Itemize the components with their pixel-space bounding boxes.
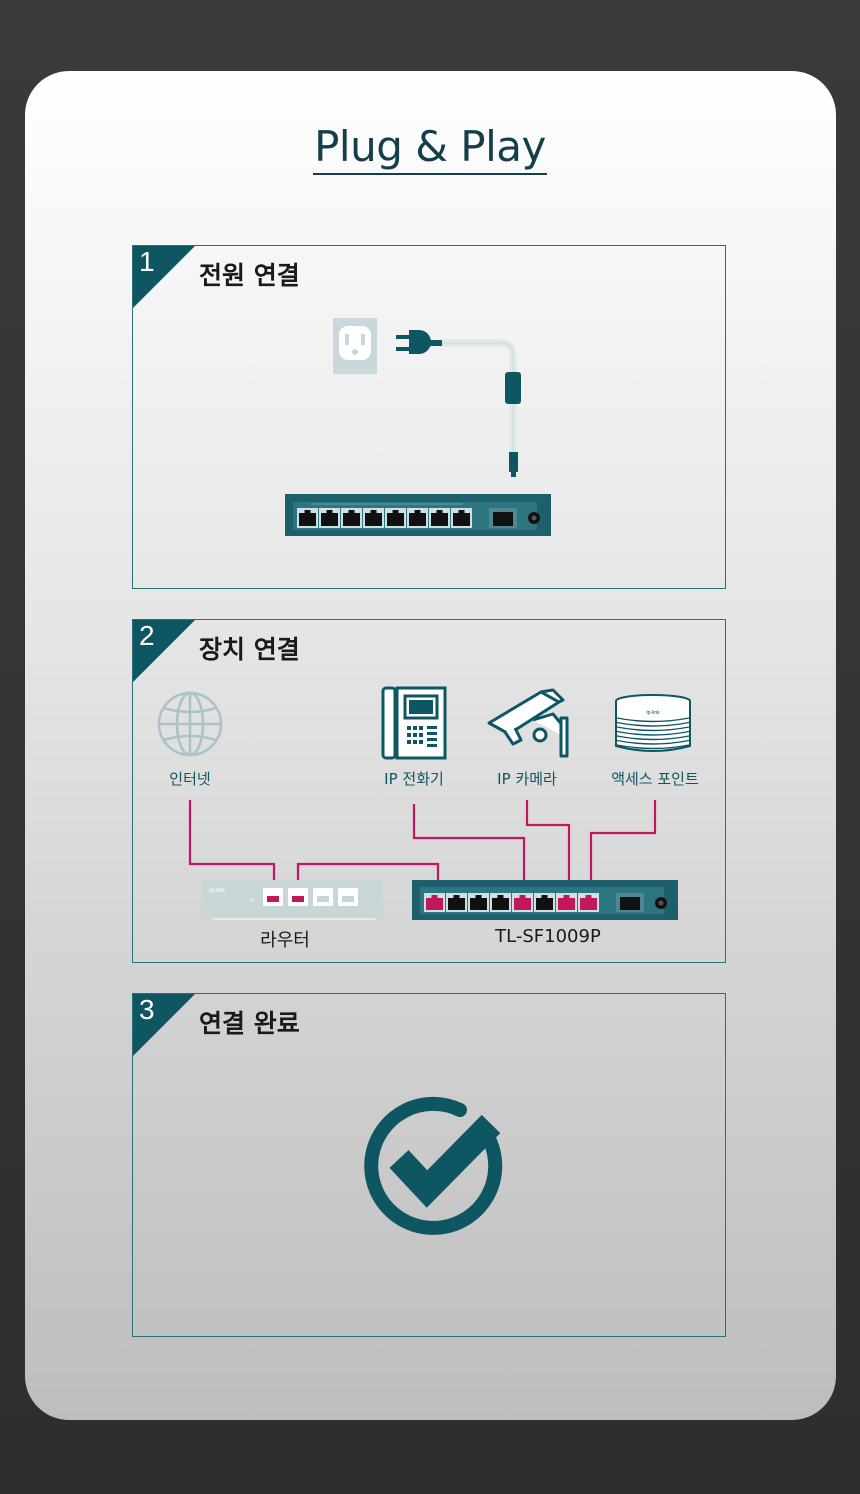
power-plug-icon	[396, 330, 443, 354]
step-power-panel: 1 전원 연결	[132, 245, 726, 589]
complete-illustration	[364, 1096, 503, 1235]
internet-label: 인터넷	[169, 770, 211, 788]
step-title: 장치 연결	[199, 635, 300, 664]
ip-phone-icon	[381, 686, 447, 760]
ip-camera-icon	[487, 688, 569, 758]
wall-outlet-icon	[333, 318, 377, 374]
switch-device-icon	[285, 494, 551, 536]
step-number: 2	[139, 620, 155, 651]
router-device-icon: tp-link	[201, 880, 383, 920]
ip-camera-label: IP 카메라	[497, 770, 557, 788]
svg-text:tp-link: tp-link	[209, 888, 226, 894]
step-devices-panel: tp-link tp-link	[132, 619, 726, 963]
step-title: 연결 완료	[199, 1009, 300, 1038]
step-number: 3	[139, 994, 155, 1025]
ip-phone-label: IP 전화기	[384, 770, 444, 788]
devices-illustration: tp-link tp-link	[157, 686, 691, 920]
switch-model-label: TL-SF1009P	[495, 926, 601, 947]
ferrite-core-icon	[505, 372, 521, 404]
dc-plug-icon	[509, 452, 518, 472]
globe-icon	[157, 691, 223, 757]
check-circle-icon	[364, 1096, 503, 1235]
access-point-label: 액세스 포인트	[611, 770, 699, 788]
access-point-icon: tp-link	[615, 694, 691, 752]
step-complete-panel: 3 연결 완료	[132, 993, 726, 1337]
power-illustration	[285, 318, 551, 536]
step-number: 1	[139, 246, 155, 277]
page-title: Plug & Play	[0, 122, 860, 175]
svg-text:tp-link: tp-link	[646, 710, 660, 716]
step-title: 전원 연결	[199, 261, 300, 290]
router-label: 라우터	[260, 930, 310, 951]
switch-device-icon	[412, 880, 678, 920]
